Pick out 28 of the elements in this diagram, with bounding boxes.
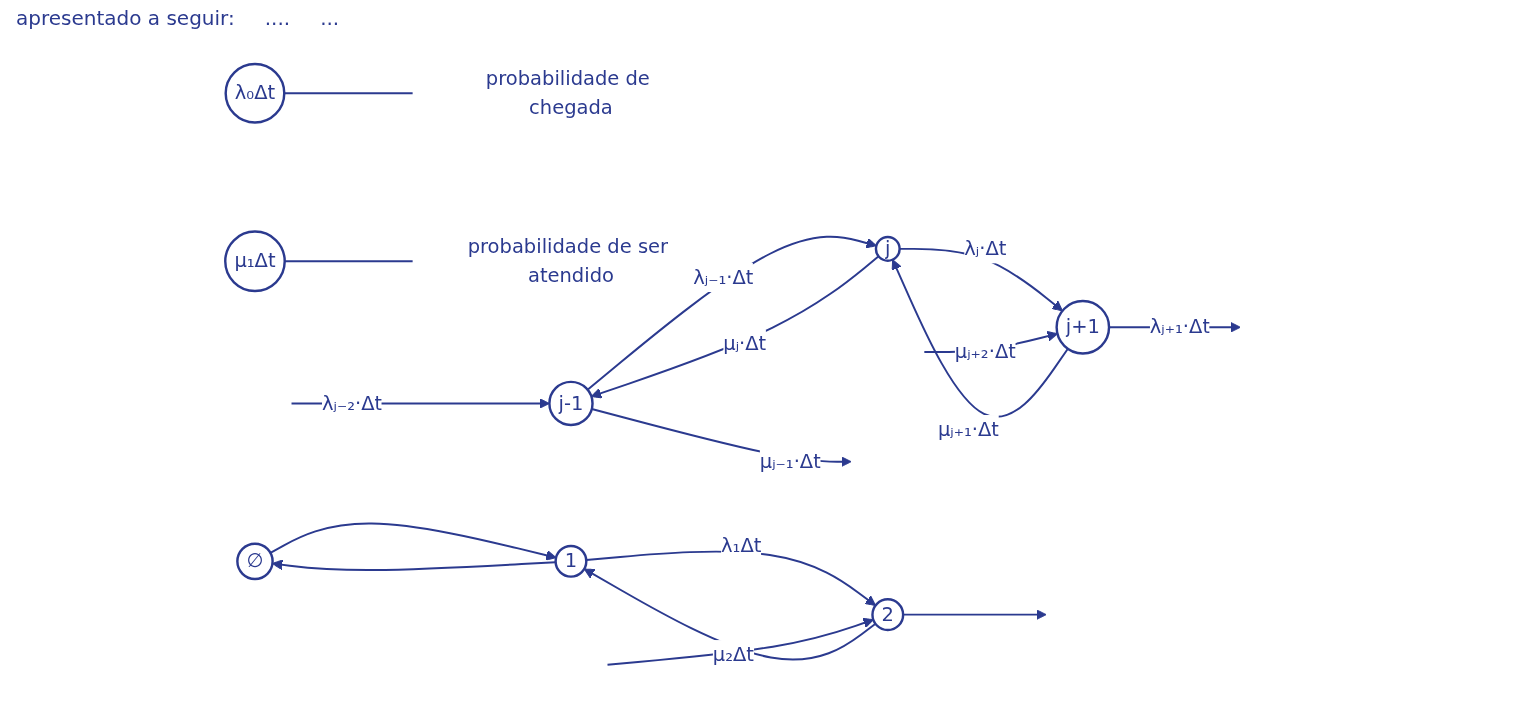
- node-circle: μ₁Δt: [224, 230, 286, 293]
- node-circle: ∅: [236, 542, 274, 581]
- arrow: [902, 609, 1047, 620]
- ellipsis-text: ....: [264, 6, 291, 30]
- edge-label: λⱼ₊₁·Δt: [1149, 315, 1211, 339]
- edge-label: μⱼ·Δt: [723, 331, 767, 355]
- arrow: [586, 235, 877, 391]
- arrow: [891, 259, 1069, 418]
- note-text: apresentado a seguir:: [16, 6, 235, 30]
- arrow: [269, 522, 557, 561]
- node-circle: j+1: [1055, 299, 1111, 355]
- edge-label: λⱼ₋₁·Δt: [693, 265, 754, 289]
- ellipsis-text: ...: [320, 6, 340, 30]
- node-text: probabilidade de chegada: [485, 66, 650, 119]
- node-circle: j: [874, 235, 901, 262]
- node-circle: 1: [554, 544, 588, 578]
- edge-label: μ₂Δt: [712, 642, 754, 666]
- edge-label: μⱼ₋₁·Δt: [759, 449, 821, 473]
- edge-label: λ₁Δt: [721, 534, 762, 558]
- edge-label: μⱼ₊₁·Δt: [937, 417, 999, 441]
- arrow: [590, 255, 880, 399]
- node-circle: λ₀Δt: [224, 62, 286, 124]
- node-circle: 2: [871, 598, 905, 632]
- node-text: probabilidade de ser atendido: [467, 234, 669, 287]
- edge-label: λⱼ·Δt: [964, 236, 1007, 260]
- node-circle: j-1: [548, 380, 594, 427]
- edge-label: μⱼ₊₂·Δt: [954, 339, 1016, 364]
- edge-label: λⱼ₋₂·Δt: [321, 391, 383, 415]
